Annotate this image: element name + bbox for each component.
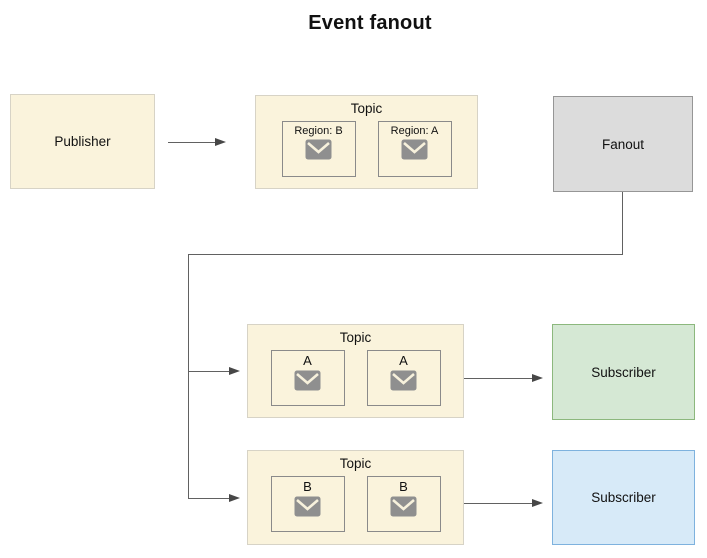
message-label: Region: A <box>390 125 439 137</box>
arrowhead-subscriber-b <box>532 498 543 507</box>
arrowhead-topic-b <box>229 493 240 502</box>
arrowhead-subscriber-a <box>532 373 543 382</box>
connector-fanout-trunk <box>188 254 189 498</box>
envelope-icon <box>390 370 417 391</box>
subscriber-a-label: Subscriber <box>591 364 656 380</box>
topic-top-messages: Region: B Region: A <box>256 121 477 177</box>
node-subscriber-a: Subscriber <box>552 324 695 420</box>
arrowhead-topic-a <box>229 366 240 375</box>
envelope-icon <box>305 139 332 160</box>
subscriber-b-label: Subscriber <box>591 490 656 505</box>
connector-branch-topic-a <box>188 371 229 372</box>
topic-top-label: Topic <box>350 101 383 116</box>
fanout-label: Fanout <box>601 136 645 152</box>
message-label: Region: B <box>294 125 343 137</box>
message-label: A <box>399 353 408 368</box>
message-a-2: A <box>366 350 441 406</box>
envelope-icon <box>294 370 321 391</box>
message-label: A <box>303 353 312 368</box>
connector-fanout-down <box>622 192 623 254</box>
publisher-label: Publisher <box>54 134 111 149</box>
node-fanout: Fanout <box>553 96 693 192</box>
envelope-icon <box>390 496 417 517</box>
message-region-b: Region: B <box>281 121 356 177</box>
message-label: B <box>399 479 408 494</box>
topic-b-label: Topic <box>339 456 372 471</box>
message-label: B <box>303 479 312 494</box>
topic-a-label: Topic <box>339 330 372 345</box>
envelope-icon <box>401 139 428 160</box>
topic-a-messages: A A <box>248 350 463 406</box>
diagram-title: Event fanout <box>308 12 432 34</box>
message-region-a: Region: A <box>377 121 452 177</box>
message-a-1: A <box>270 350 345 406</box>
connector-topic-a-subscriber <box>464 378 532 379</box>
connector-fanout-across <box>188 254 623 255</box>
node-topic-top: Topic Region: B Region: A <box>255 95 478 189</box>
node-topic-b: Topic B B <box>247 450 464 545</box>
node-topic-a: Topic A A <box>247 324 464 418</box>
node-publisher: Publisher <box>10 94 155 189</box>
connector-topic-b-subscriber <box>464 503 532 504</box>
envelope-icon <box>294 496 321 517</box>
arrowhead-publisher-topic <box>215 137 226 146</box>
node-subscriber-b: Subscriber <box>552 450 695 545</box>
connector-publisher-topic <box>168 142 215 143</box>
connector-branch-topic-b <box>188 498 229 499</box>
topic-b-messages: B B <box>248 476 463 532</box>
message-b-2: B <box>366 476 441 532</box>
message-b-1: B <box>270 476 345 532</box>
